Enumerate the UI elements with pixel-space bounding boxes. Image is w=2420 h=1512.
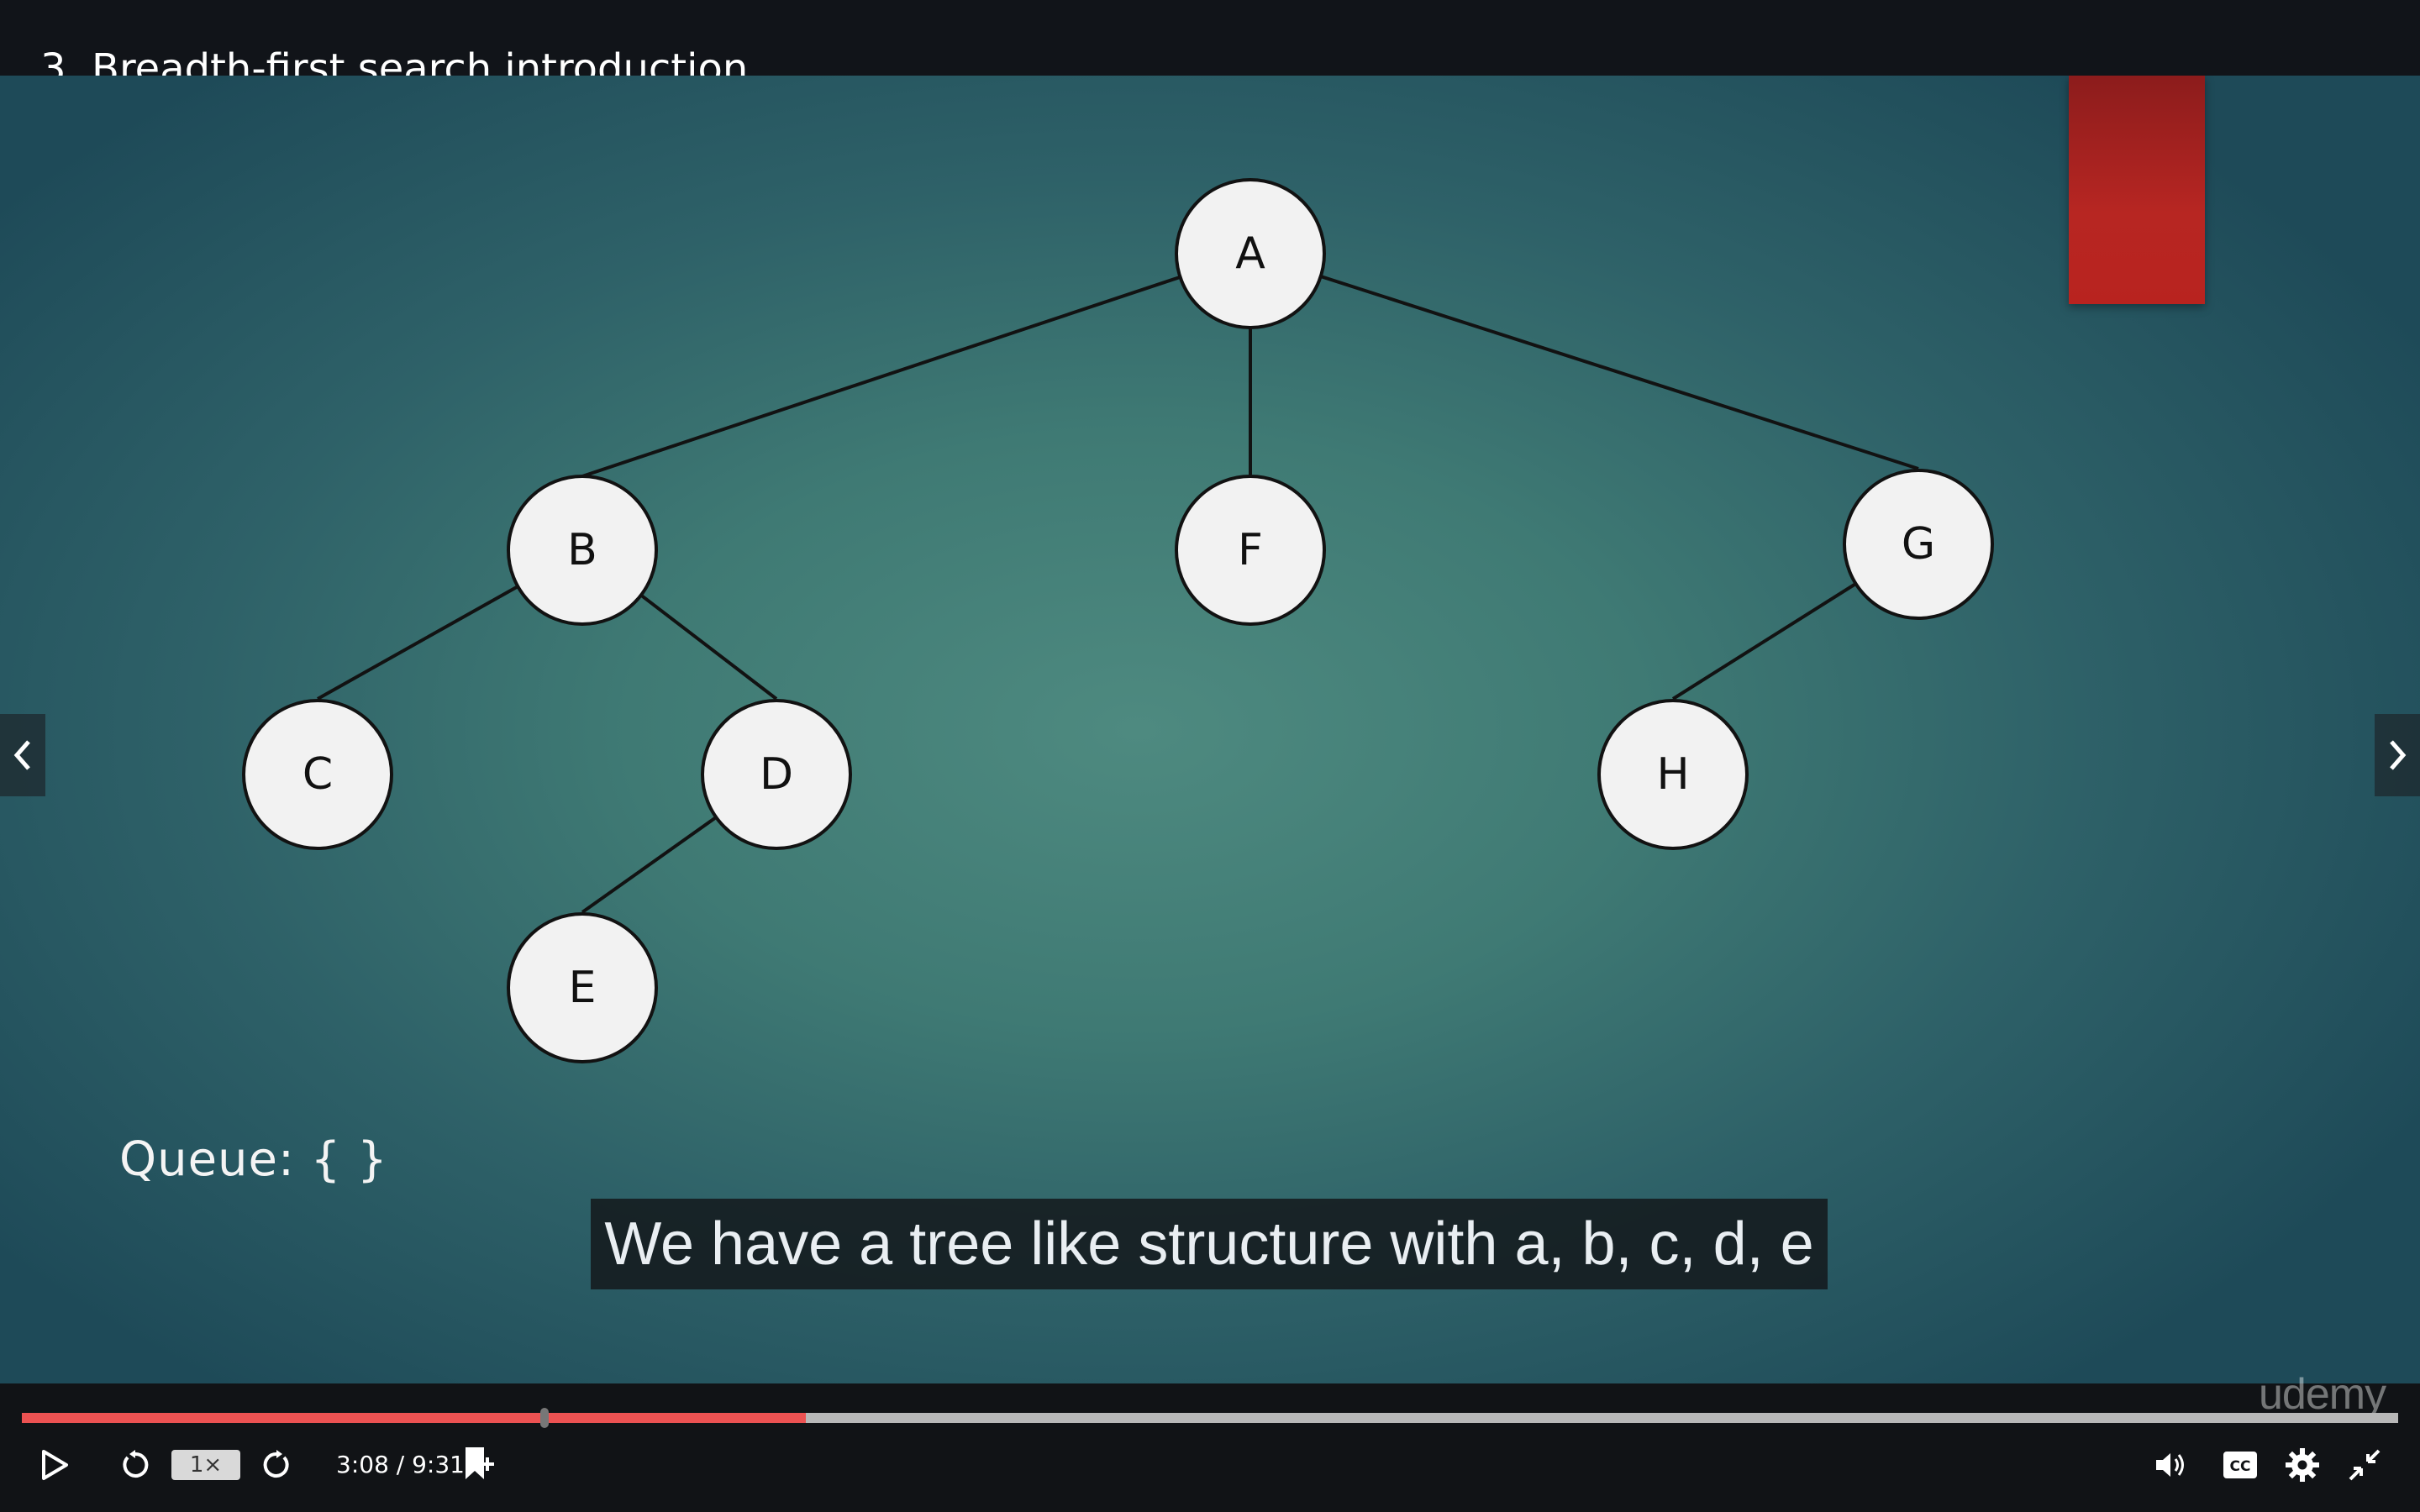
- node-label-e: E: [569, 963, 597, 1013]
- queue-label: Queue: { }: [119, 1132, 388, 1187]
- rewind-button[interactable]: [116, 1446, 155, 1483]
- tree-node-h: H: [1597, 699, 1749, 850]
- time-display: 3:08 / 9:31: [336, 1451, 465, 1478]
- play-button[interactable]: [34, 1446, 76, 1483]
- previous-lecture-button[interactable]: [0, 714, 45, 796]
- progress-scrub-marker[interactable]: [540, 1408, 550, 1428]
- next-lecture-button[interactable]: [2375, 714, 2420, 796]
- exit-fullscreen-icon: [2349, 1449, 2381, 1481]
- svg-text:CC: CC: [2230, 1458, 2251, 1475]
- chevron-right-icon: [2390, 740, 2407, 770]
- node-label-f: F: [1238, 525, 1263, 575]
- gear-icon: [2286, 1448, 2319, 1482]
- tree-node-g: G: [1843, 469, 1994, 620]
- udemy-watermark-logo: udemy: [2259, 1370, 2386, 1419]
- node-label-h: H: [1656, 749, 1689, 800]
- captions-button[interactable]: CC: [2220, 1446, 2260, 1483]
- edge-a-b: [581, 252, 1251, 478]
- chevron-left-icon: [13, 740, 30, 770]
- play-icon: [42, 1450, 68, 1480]
- exit-fullscreen-button[interactable]: [2344, 1445, 2385, 1485]
- tree-node-e: E: [507, 912, 658, 1063]
- video-frame[interactable]: A B F G C D H E: [0, 76, 2420, 1383]
- node-label-d: D: [760, 749, 793, 800]
- tree-node-f: F: [1175, 475, 1326, 626]
- tree-node-a: A: [1175, 178, 1326, 329]
- forward-5-icon: [263, 1450, 289, 1478]
- video-progress-bar[interactable]: [22, 1408, 2398, 1428]
- playback-speed-button[interactable]: 1×: [171, 1450, 240, 1480]
- tree-node-d: D: [701, 699, 852, 850]
- caption-subtitle: We have a tree like structure with a, b,…: [591, 1199, 1828, 1289]
- add-bookmark-button[interactable]: [460, 1445, 497, 1483]
- tree-node-c: C: [242, 699, 393, 850]
- edge-a-g: [1249, 252, 1919, 470]
- progress-played: [22, 1413, 807, 1423]
- slide-red-accent: [2069, 76, 2205, 304]
- node-label-c: C: [302, 749, 333, 800]
- node-label-g: G: [1902, 519, 1935, 570]
- node-label-b: B: [567, 525, 597, 575]
- settings-button[interactable]: [2282, 1445, 2323, 1485]
- tree-node-b: B: [507, 475, 658, 626]
- rewind-5-icon: [123, 1450, 149, 1478]
- player-controls-bar: [0, 1428, 2420, 1512]
- add-bookmark-icon: [466, 1447, 494, 1479]
- bfs-tree-diagram: A B F G C D H E: [242, 178, 1994, 1063]
- forward-button[interactable]: [257, 1446, 296, 1483]
- closed-captions-icon: CC: [2223, 1452, 2257, 1478]
- node-label-a: A: [1235, 228, 1265, 279]
- volume-button[interactable]: [2151, 1446, 2190, 1483]
- volume-icon: [2156, 1453, 2184, 1477]
- lecture-title-bar: [0, 0, 2420, 76]
